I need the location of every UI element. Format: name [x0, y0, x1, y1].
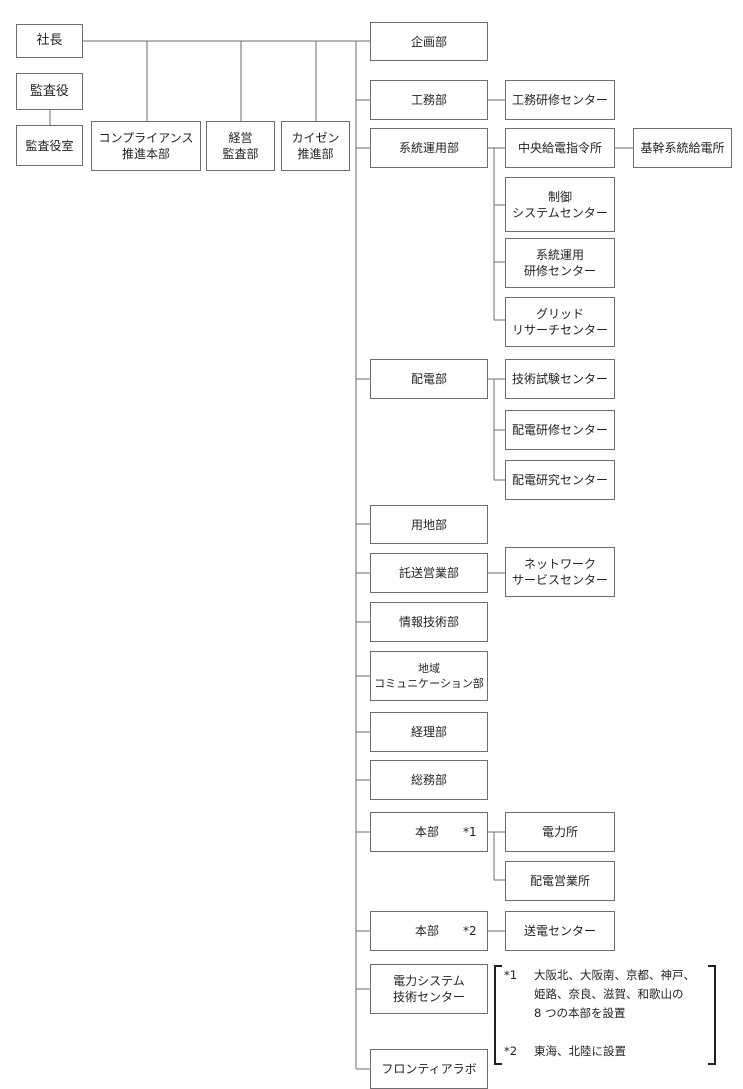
koumu-training-label: 工務研修センター [511, 93, 608, 107]
control-system-label: 制御 システムセンター [512, 189, 608, 220]
dept-honbu2-mark: *2 [463, 924, 477, 938]
keitou-training-label: 系統運用 研修センター [523, 248, 596, 278]
kaizen-box: カイゼン 推進部 [281, 121, 350, 171]
footnote-2-mark: *2 [504, 1044, 518, 1058]
dept-soumu-box: 総務部 [370, 760, 488, 800]
footnote-1: *1 大阪北、大阪南、京都、神戸、 姫路、奈良、滋賀、和歌山の 8 つの本部を設… [504, 966, 714, 1023]
dept-denryoku-system-label: 電力システム 技術センター [392, 974, 465, 1004]
dept-youchi-box: 用地部 [370, 505, 488, 544]
dept-soumu-label: 総務部 [410, 773, 447, 787]
network-service-label: ネットワーク サービスセンター [511, 557, 608, 587]
dept-frontier-label: フロンティアラボ [381, 1062, 477, 1076]
footnote-2-text: 東海、北陸に設置 [534, 1044, 626, 1058]
grid-research-box: グリッド リサーチセンター [505, 297, 615, 347]
notes-bracket-left [494, 965, 502, 1065]
compliance-label: コンプライアンス 推進本部 [98, 131, 194, 161]
dept-keiri-box: 経理部 [370, 712, 488, 752]
central-dispatch-label: 中央給電指令所 [517, 141, 602, 155]
grid-research-label: グリッド リサーチセンター [511, 307, 608, 337]
president-box: 社長 [16, 24, 83, 58]
dept-kikaku-label: 企画部 [410, 34, 447, 49]
president-label: 社長 [36, 33, 63, 48]
dept-honbu1-label: 本部 [415, 825, 440, 839]
power-station-label: 電力所 [541, 825, 578, 839]
control-system-box: 制御 システムセンター [505, 177, 615, 232]
dept-honbu2-box: 本部 *2 [370, 911, 488, 951]
auditor-office-label: 監査役室 [25, 138, 74, 153]
haiden-research-label: 配電研究センター [511, 473, 608, 487]
dept-jouhou-label: 情報技術部 [398, 615, 459, 629]
footnote-2: *2 東海、北陸に設置 [504, 1042, 714, 1061]
compliance-box: コンプライアンス 推進本部 [91, 121, 201, 171]
dept-keiri-label: 経理部 [410, 725, 447, 739]
trunk-dispatch-box: 基幹系統給電所 [633, 128, 732, 168]
haiden-sales-label: 配電営業所 [529, 874, 590, 888]
dept-honbu1-mark: *1 [463, 825, 477, 839]
transmission-box: 送電センター [505, 911, 615, 951]
keitou-training-box: 系統運用 研修センター [505, 238, 615, 288]
dept-honbu2-label: 本部 [415, 924, 440, 938]
dept-kikaku-box: 企画部 [370, 22, 488, 61]
power-station-box: 電力所 [505, 812, 615, 852]
dept-honbu1-box: 本部 *1 [370, 812, 488, 852]
mgmt-audit-label: 経営 監査部 [222, 131, 259, 161]
haiden-sales-box: 配電営業所 [505, 861, 615, 901]
dept-jouhou-box: 情報技術部 [370, 602, 488, 642]
notes-bracket-right [708, 965, 716, 1065]
footnote-1-mark: *1 [504, 968, 518, 982]
dept-koumu-label: 工務部 [410, 93, 447, 107]
dept-koumu-box: 工務部 [370, 80, 488, 120]
auditor-box: 監査役 [16, 73, 83, 110]
dept-chiiki-box: 地域 コミュニケーション部 [370, 651, 488, 701]
haiden-research-box: 配電研究センター [505, 460, 615, 500]
koumu-training-box: 工務研修センター [505, 80, 615, 120]
dept-keitou-label: 系統運用部 [398, 141, 459, 155]
haiden-training-label: 配電研修センター [511, 423, 608, 437]
footnote-1-text: 大阪北、大阪南、京都、神戸、 姫路、奈良、滋賀、和歌山の 8 つの本部を設置 [534, 968, 695, 1020]
trunk-dispatch-label: 基幹系統給電所 [640, 141, 725, 155]
transmission-label: 送電センター [523, 924, 596, 938]
dept-keitou-box: 系統運用部 [370, 128, 488, 168]
dept-denryoku-system-box: 電力システム 技術センター [370, 964, 488, 1014]
footnotes: *1 大阪北、大阪南、京都、神戸、 姫路、奈良、滋賀、和歌山の 8 つの本部を設… [494, 966, 716, 1086]
kaizen-label: カイゼン 推進部 [291, 131, 340, 161]
central-dispatch-box: 中央給電指令所 [505, 128, 615, 168]
dept-takusou-box: 託送営業部 [370, 553, 488, 593]
dept-frontier-box: フロンティアラボ [370, 1049, 488, 1089]
tech-test-box: 技術試験センター [505, 359, 615, 399]
dept-haiden-label: 配電部 [410, 372, 447, 386]
tech-test-label: 技術試験センター [511, 372, 608, 386]
mgmt-audit-box: 経営 監査部 [206, 121, 275, 171]
dept-youchi-label: 用地部 [410, 517, 447, 532]
dept-takusou-label: 託送営業部 [398, 566, 459, 580]
auditor-label: 監査役 [29, 83, 69, 99]
dept-haiden-box: 配電部 [370, 359, 488, 399]
auditor-office-box: 監査役室 [16, 125, 83, 166]
dept-chiiki-label: 地域 コミュニケーション部 [374, 662, 484, 690]
network-service-box: ネットワーク サービスセンター [505, 547, 615, 597]
haiden-training-box: 配電研修センター [505, 410, 615, 450]
